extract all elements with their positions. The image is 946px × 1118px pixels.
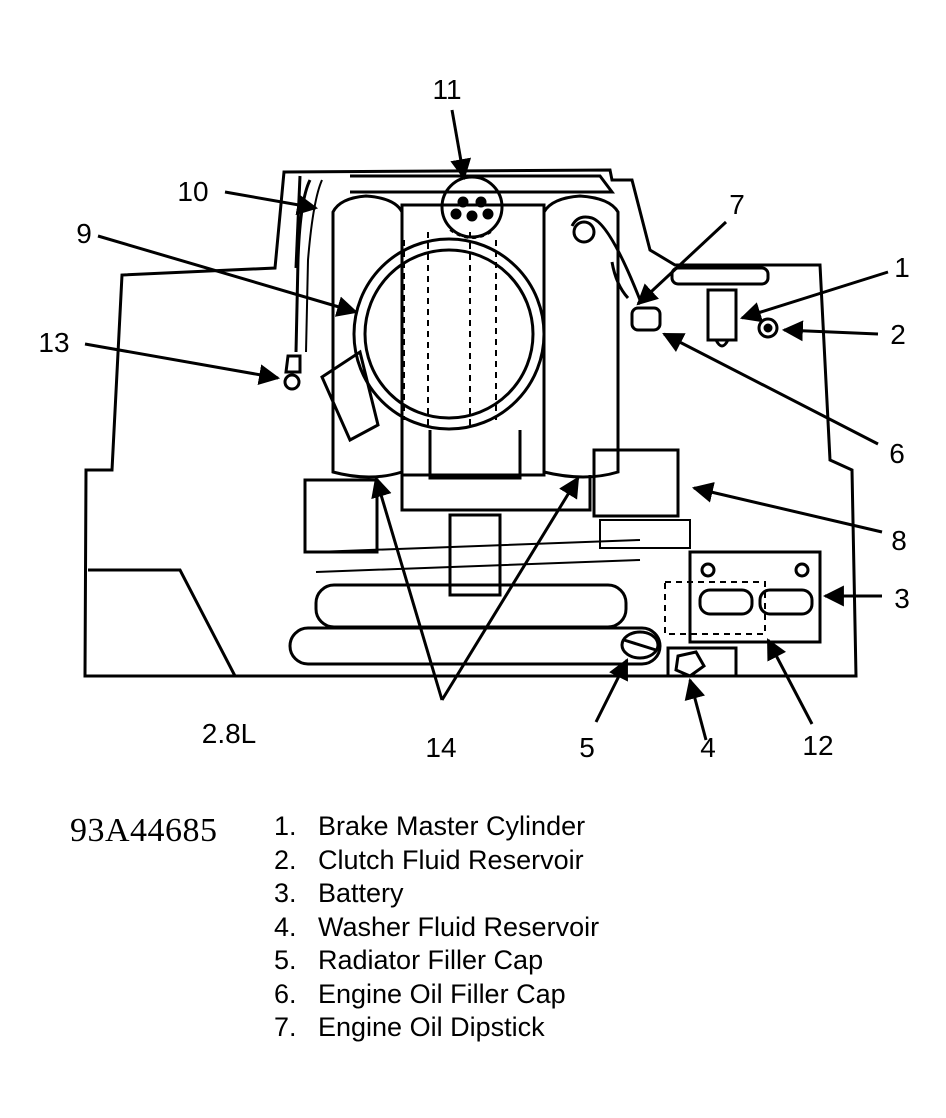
engine-bay-outline: [83, 168, 858, 678]
legend-item: 7. Engine Oil Dipstick: [274, 1011, 599, 1045]
legend-label: Radiator Filler Cap: [318, 945, 544, 975]
legend-item: 4. Washer Fluid Reservoir: [274, 911, 599, 945]
legend-number: 1.: [274, 811, 297, 841]
legend-list: 1. Brake Master Cylinder 2. Clutch Fluid R…: [274, 810, 599, 1045]
callout-2: 2: [890, 319, 906, 350]
legend-number: 6.: [274, 978, 297, 1009]
callout-4: 4: [700, 732, 716, 763]
callout-10: 10: [177, 176, 208, 207]
callout-8: 8: [891, 525, 907, 556]
legend-number: 4.: [274, 911, 297, 942]
legend-number: 3.: [274, 878, 297, 908]
leader-lines: [84, 109, 889, 741]
radiator-filler-cap: [620, 630, 660, 660]
engine-compartment-diagram: 1 2 3 4 5 6 7 8 9 10 11 12 13 14 2.8L: [38, 74, 910, 763]
legend-number: 7.: [274, 1012, 297, 1042]
legend-item: 3. Battery: [274, 877, 599, 911]
callout-12: 12: [802, 730, 833, 761]
legend-item: 2. Clutch Fluid Reservoir: [274, 844, 599, 878]
legend-item: 5. Radiator Filler Cap: [274, 944, 599, 978]
legend-label: Engine Oil Filler Cap: [318, 978, 566, 1009]
figure-code: 93A44685: [70, 812, 218, 849]
legend-item: 1. Brake Master Cylinder: [274, 810, 599, 844]
engine-label: 2.8L: [202, 718, 257, 749]
legend-number: 5.: [274, 945, 297, 975]
legend-number: 2.: [274, 844, 297, 875]
legend-item: 6. Engine Oil Filler Cap: [274, 978, 599, 1012]
callout-1: 1: [894, 252, 910, 283]
washer-fluid-reservoir: [666, 646, 738, 678]
callout-6: 6: [889, 438, 905, 469]
battery: [664, 550, 822, 644]
callout-9: 9: [76, 218, 92, 249]
callout-7: 7: [729, 189, 745, 220]
brake-master-cylinder: [670, 266, 770, 348]
legend-label: Battery: [318, 878, 404, 908]
callout-14: 14: [425, 732, 456, 763]
callout-5: 5: [579, 732, 595, 763]
clutch-fluid-reservoir: [757, 317, 779, 339]
legend-label: Engine Oil Dipstick: [318, 1012, 545, 1042]
callout-11: 11: [432, 74, 461, 105]
legend-label: Brake Master Cylinder: [318, 811, 586, 841]
legend-label: Washer Fluid Reservoir: [318, 911, 600, 942]
engine-block: [283, 174, 691, 666]
callout-3: 3: [894, 583, 910, 614]
legend-label: Clutch Fluid Reservoir: [318, 844, 584, 875]
callout-13: 13: [38, 327, 69, 358]
